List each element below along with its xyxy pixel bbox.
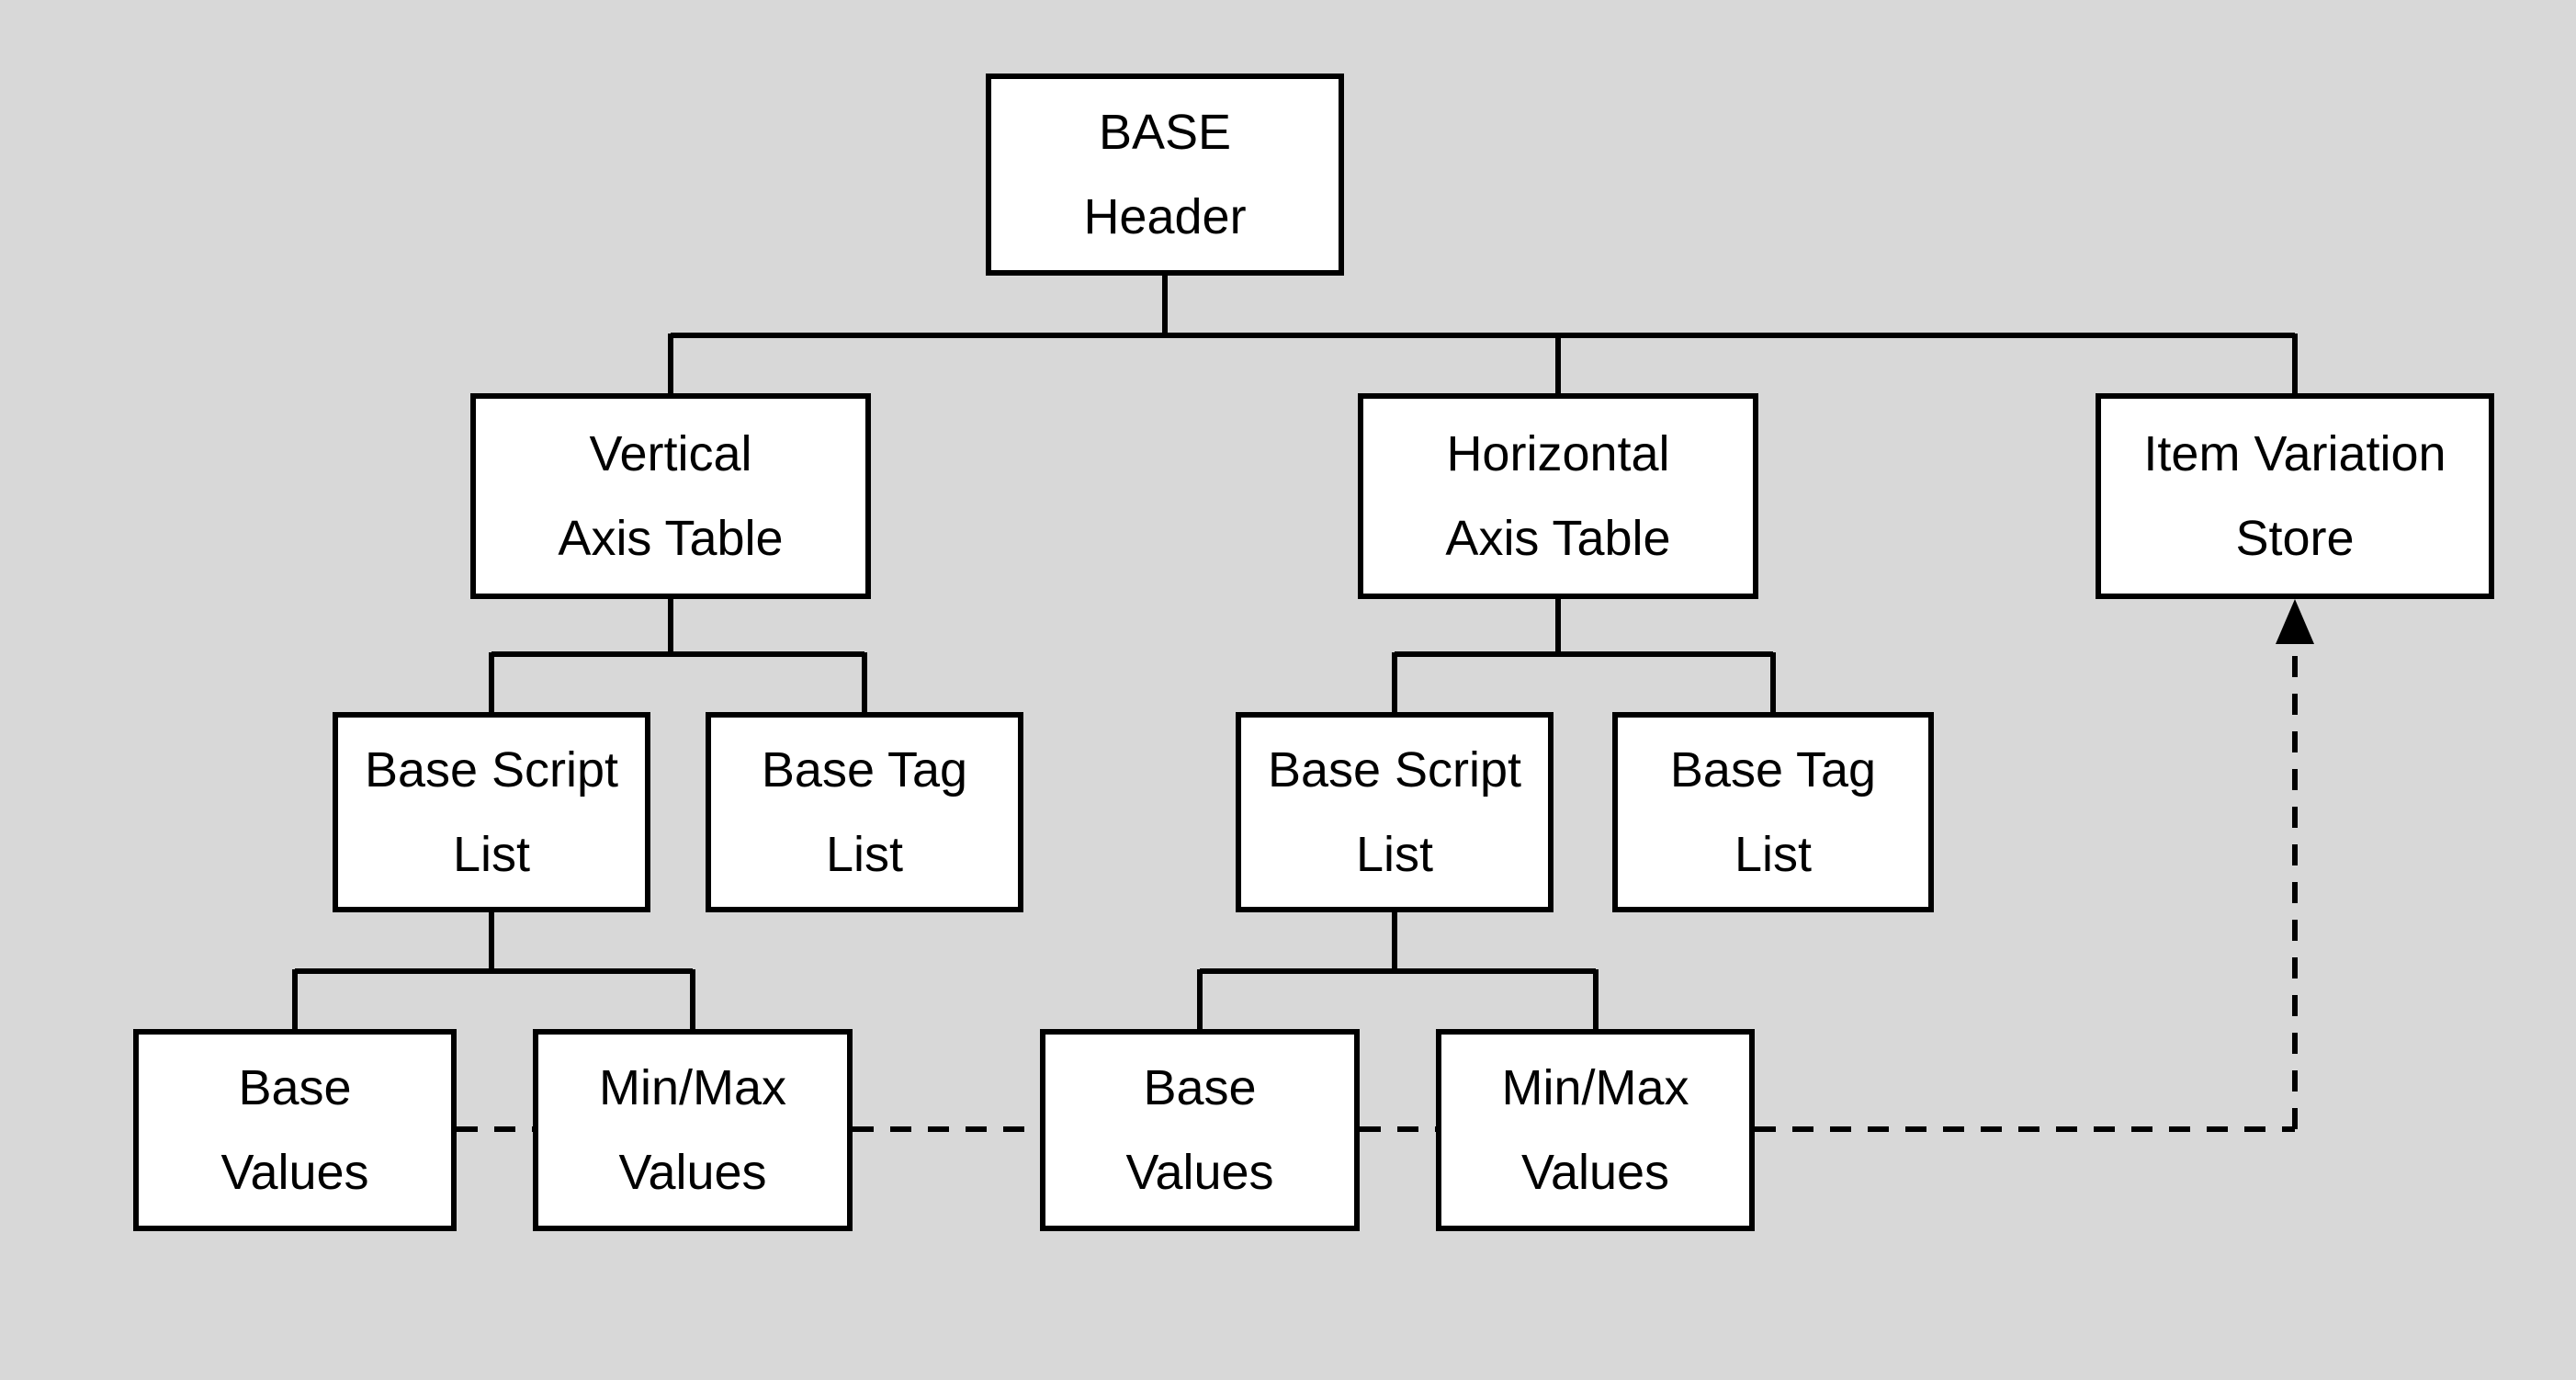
tree-connector-header	[668, 274, 2298, 395]
tree-connector-vert-script-list	[292, 911, 695, 1031]
node-vertical-axis-table: Vertical Axis Table	[470, 393, 871, 599]
node-horiz-base-values: Base Values	[1040, 1029, 1360, 1231]
node-vert-base-script-list-label: Base Script List	[364, 742, 619, 882]
node-horiz-minmax-values-label: Min/Max Values	[1501, 1060, 1689, 1200]
node-horiz-base-script-list: Base Script List	[1236, 712, 1554, 912]
dashed-link-to-variation-store	[1755, 643, 2298, 1132]
node-base-header: BASE Header	[986, 74, 1344, 276]
node-item-variation-store-label: Item Variation Store	[2143, 426, 2446, 566]
node-horizontal-axis-table: Horizontal Axis Table	[1358, 393, 1758, 599]
node-vert-minmax-values: Min/Max Values	[533, 1029, 853, 1231]
node-horizontal-axis-table-label: Horizontal Axis Table	[1445, 426, 1671, 566]
node-horiz-minmax-values: Min/Max Values	[1436, 1029, 1755, 1231]
node-base-header-label: BASE Header	[1083, 105, 1247, 244]
node-vert-base-tag-list: Base Tag List	[706, 712, 1023, 912]
node-horiz-base-values-label: Base Values	[1125, 1060, 1274, 1200]
tree-connector-horizontal-axis	[1392, 597, 1776, 714]
tree-connector-horiz-script-list	[1197, 911, 1599, 1031]
node-vert-base-script-list: Base Script List	[333, 712, 650, 912]
node-horiz-base-script-list-label: Base Script List	[1267, 742, 1522, 882]
node-vert-base-values: Base Values	[133, 1029, 457, 1231]
node-vertical-axis-table-label: Vertical Axis Table	[558, 426, 784, 566]
arrowhead-up-icon	[2276, 599, 2314, 644]
node-horiz-base-tag-list: Base Tag List	[1612, 712, 1934, 912]
tree-connector-vertical-axis	[489, 597, 867, 714]
node-vert-base-tag-list-label: Base Tag List	[761, 742, 968, 882]
node-horiz-base-tag-list-label: Base Tag List	[1669, 742, 1877, 882]
node-vert-minmax-values-label: Min/Max Values	[598, 1060, 787, 1200]
node-vert-base-values-label: Base Values	[220, 1060, 369, 1200]
node-item-variation-store: Item Variation Store	[2096, 393, 2494, 599]
